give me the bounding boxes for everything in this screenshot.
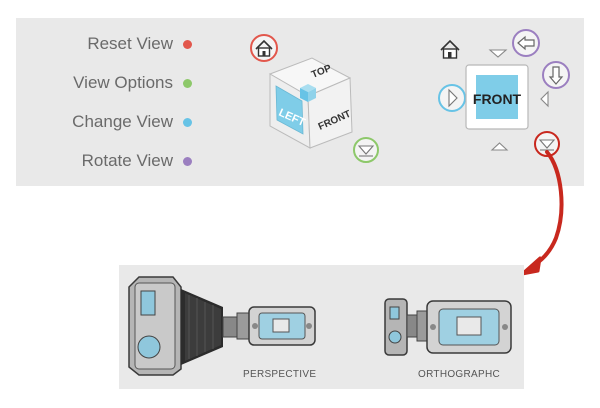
projection-panel: PERSPECTIVE ORTHOGRAPHC	[119, 265, 524, 389]
legend: Reset View View Options Change View Rota…	[16, 18, 216, 186]
viewcube-3d[interactable]: TOP LEFT FRONT	[240, 30, 400, 180]
home-button[interactable]	[250, 34, 278, 62]
legend-label: Rotate View	[81, 151, 173, 170]
cube-front-face[interactable]: FRONT	[465, 64, 529, 130]
chevron-left-icon	[540, 90, 549, 108]
rotate-down-button[interactable]	[542, 61, 570, 89]
rotate-down-icon	[548, 66, 564, 85]
home-button[interactable]	[440, 39, 460, 59]
legend-view-options: View Options	[16, 71, 192, 95]
view-options-button[interactable]	[534, 131, 560, 157]
perspective-caption: PERSPECTIVE	[243, 369, 317, 380]
cube[interactable]: TOP LEFT FRONT	[268, 57, 353, 149]
chevron-down-icon	[357, 145, 375, 157]
reset-view-dot	[183, 39, 192, 49]
chevron-up-icon	[488, 49, 508, 58]
legend-change-view: Change View	[16, 110, 192, 134]
chevron-up-icon	[490, 142, 509, 151]
legend-label: Change View	[72, 112, 173, 131]
chevron-right-icon	[448, 88, 458, 108]
legend-label: Reset View	[87, 34, 173, 53]
rotate-left-icon	[517, 35, 535, 51]
rotate-view-dot	[183, 156, 192, 166]
rotate-right-button[interactable]	[540, 90, 549, 108]
change-view-left-button[interactable]	[438, 84, 466, 112]
orthographic-model[interactable]	[381, 298, 521, 359]
change-view-dot	[183, 117, 192, 127]
legend-rotate-view: Rotate View	[16, 149, 192, 173]
view-options-dot	[183, 78, 192, 88]
home-icon	[255, 39, 273, 57]
legend-label: View Options	[73, 73, 173, 92]
chevron-down-icon	[538, 139, 556, 151]
orthographic-caption: ORTHOGRAPHC	[418, 369, 501, 380]
home-icon	[440, 39, 460, 59]
rotate-up-button[interactable]	[488, 49, 508, 58]
rotate-left-button[interactable]	[512, 29, 540, 57]
rotate-down-small-button[interactable]	[490, 142, 509, 151]
viewcube-2d[interactable]: FRONT	[432, 26, 582, 160]
callout-arrow	[520, 150, 564, 276]
perspective-model[interactable]	[125, 273, 325, 376]
view-options-button[interactable]	[353, 137, 379, 163]
cube-front-label: FRONT	[473, 91, 522, 107]
legend-reset-view: Reset View	[16, 32, 192, 56]
